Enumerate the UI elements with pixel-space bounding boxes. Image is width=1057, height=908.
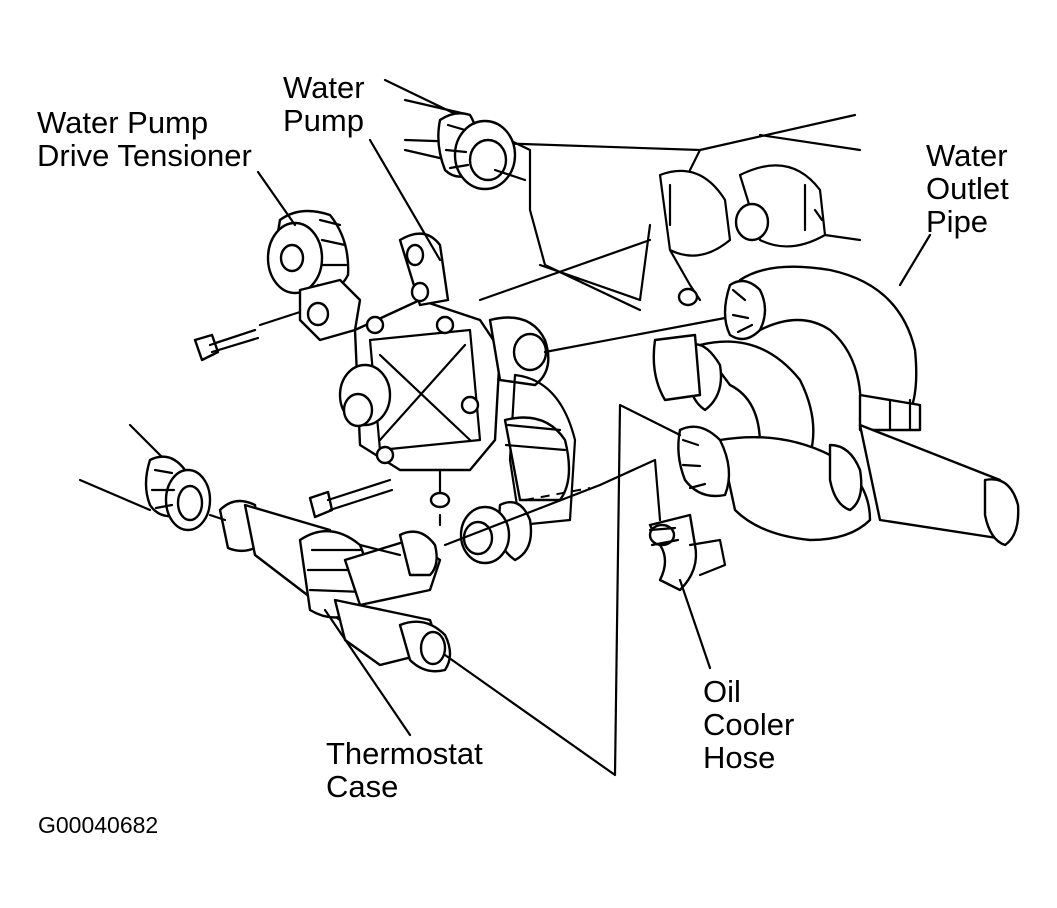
label-water-outlet-pipe: Water Outlet Pipe: [926, 139, 1009, 238]
label-line: Drive Tensioner: [37, 138, 252, 173]
bolts: [308, 478, 394, 519]
water-outlet-pipe-drawing: [652, 265, 1020, 547]
hose-connectors: [78, 98, 517, 532]
label-thermostat-case: Thermostat Case: [326, 737, 483, 803]
label-line: Case: [326, 769, 399, 804]
label-line: Water: [283, 70, 365, 105]
label-line: Pump: [283, 103, 364, 138]
label-oil-cooler-hose: Oil Cooler Hose: [703, 675, 794, 774]
label-water-pump: Water Pump: [283, 71, 365, 137]
water-pump-drawing: [338, 232, 577, 565]
label-line: Cooler: [703, 707, 795, 742]
tensioner-drawing: [193, 209, 362, 362]
callout-pointers: [256, 138, 932, 737]
label-line: Oil: [703, 674, 741, 709]
engine-block-outline: [383, 78, 862, 312]
label-line: Thermostat: [326, 736, 483, 771]
label-line: Hose: [703, 740, 776, 775]
label-line: Water: [926, 138, 1008, 173]
alignment-lines: [208, 168, 727, 777]
oil-cooler-hose-drawing: [648, 513, 727, 592]
label-line: Outlet: [926, 171, 1009, 206]
label-line: Water Pump: [37, 105, 209, 140]
thermostat-case-drawing: [218, 499, 452, 673]
reference-code: G00040682: [38, 812, 159, 838]
label-water-pump-drive-tensioner: Water Pump Drive Tensioner: [37, 106, 252, 172]
label-line: Pipe: [926, 204, 989, 239]
